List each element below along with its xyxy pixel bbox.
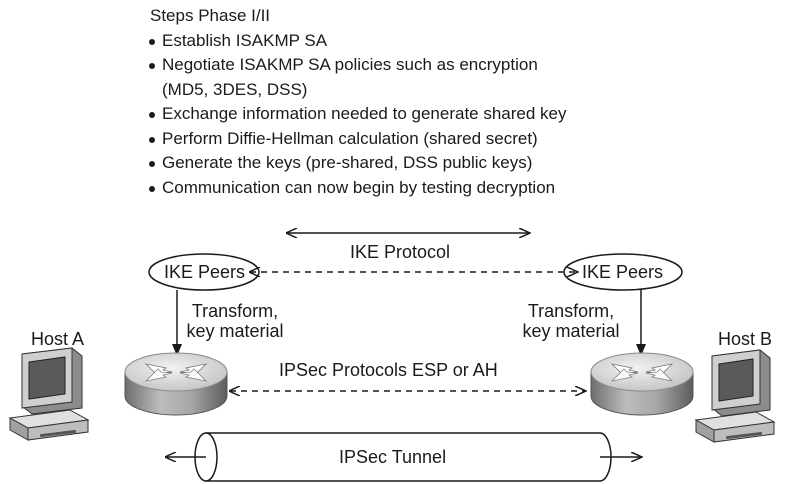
step-item-continuation: (MD5, 3DES, DSS) [162, 79, 308, 99]
transform-left-label: Transform, key material [185, 301, 285, 341]
transform-right-line1: Transform, [527, 301, 615, 321]
computer-icon [694, 349, 776, 443]
steps-title: Steps Phase I/II [150, 6, 271, 25]
steps-list: Steps Phase I/II Establish ISAKMP SA Neg… [148, 4, 567, 200]
steps-items: Establish ISAKMP SA Negotiate ISAKMP SA … [148, 29, 567, 201]
router-icon [124, 352, 228, 416]
transform-right-label: Transform, key material [510, 301, 632, 341]
computer-icon [8, 347, 90, 441]
router-icon [590, 352, 694, 416]
transform-left-line2: key material [186, 321, 284, 341]
host-a-label: Host A [31, 329, 85, 349]
ike-peers-right-label: IKE Peers [582, 262, 664, 282]
transform-right-line2: key material [522, 321, 620, 341]
step-item: Negotiate ISAKMP SA policies such as enc… [148, 53, 567, 78]
step-item: Establish ISAKMP SA [148, 29, 567, 54]
ipsec-tunnel-label: IPSec Tunnel [339, 447, 447, 467]
transform-left-line1: Transform, [191, 301, 279, 321]
ipsec-protocols-label: IPSec Protocols ESP or AH [279, 360, 498, 380]
step-item: Generate the keys (pre-shared, DSS publi… [148, 151, 567, 176]
step-item: Perform Diffie-Hellman calculation (shar… [148, 127, 567, 152]
ike-peers-left-label: IKE Peers [164, 262, 246, 282]
ike-protocol-label: IKE Protocol [350, 242, 451, 262]
step-item: Exchange information needed to generate … [148, 102, 567, 127]
step-item: Communication can now begin by testing d… [148, 176, 567, 201]
host-b-label: Host B [718, 329, 773, 349]
